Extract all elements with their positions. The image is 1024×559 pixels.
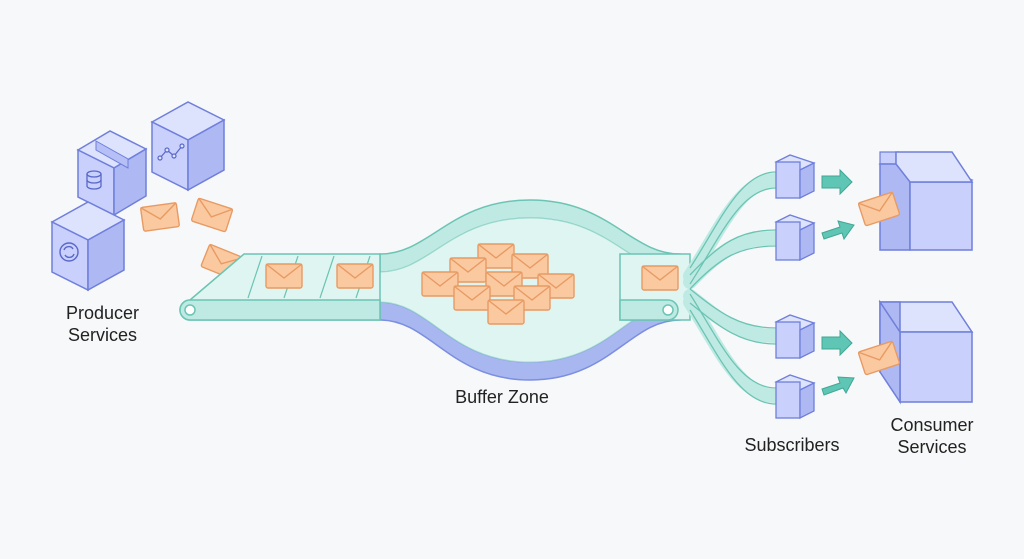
- arrow-right-icon: [821, 329, 853, 357]
- network-icon: [157, 143, 185, 161]
- fanout-pipes: [683, 173, 783, 403]
- buffer-label: Buffer Zone: [455, 387, 549, 407]
- envelope-icon: [190, 197, 234, 233]
- consumer-services: [857, 151, 974, 405]
- message-belt: [179, 199, 691, 381]
- subscribers-label: Subscribers: [744, 435, 840, 455]
- producer-label-line2: Services: [67, 325, 138, 345]
- envelope-icon: [139, 201, 181, 233]
- producer-label: Producer Services: [50, 302, 155, 346]
- subscriber-cube: [774, 374, 816, 420]
- arrow-right-icon: [821, 168, 853, 196]
- database-icon: [86, 170, 102, 190]
- belt-roller: [662, 304, 674, 316]
- subscriber-cube: [774, 154, 816, 200]
- consumer-cube-top: [878, 151, 974, 251]
- producer-cube-refresh: [50, 201, 126, 292]
- producer-cube-network: [150, 101, 226, 192]
- consumer-label-line2: Services: [897, 437, 967, 457]
- subscriber-cube: [774, 214, 816, 262]
- arrow-right-icon: [821, 376, 855, 396]
- belt-roller: [184, 304, 196, 316]
- refresh-icon: [59, 242, 79, 262]
- producer-services: [50, 101, 244, 292]
- delivery-arrows: [821, 168, 855, 396]
- consumer-label-line1: Consumer: [890, 415, 974, 435]
- producer-cube-database: [76, 130, 148, 217]
- subscriber-cube: [774, 314, 816, 360]
- consumer-label: Consumer Services: [874, 414, 990, 458]
- envelope-icon: [265, 263, 303, 289]
- subscribers: [774, 154, 816, 420]
- arrow-right-icon: [821, 220, 855, 241]
- envelope-icon: [336, 263, 374, 289]
- producer-label-line1: Producer: [65, 303, 140, 323]
- envelope-icon: [641, 265, 679, 291]
